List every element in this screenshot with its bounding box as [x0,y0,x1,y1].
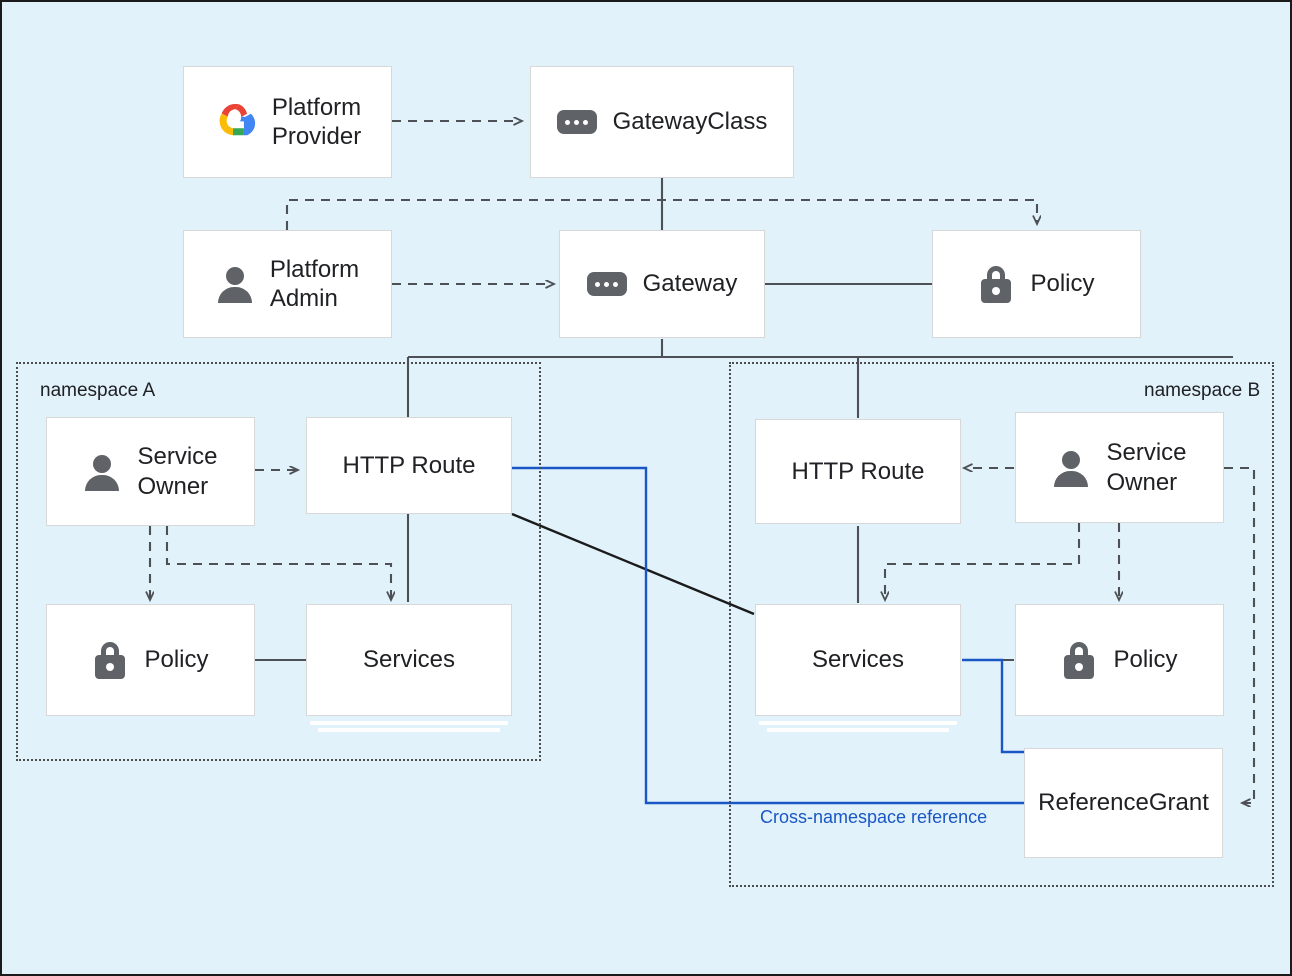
node-label: Policy [1030,270,1095,298]
node-label: Gateway [642,270,738,298]
gateway-icon [586,272,627,296]
cross-namespace-reference-label: Cross-namespace reference [760,807,988,827]
node-label: ReferenceGrant [1038,789,1209,817]
node-policy-b[interactable]: Policy [1015,604,1224,716]
services-a-stack-decoration [306,718,512,732]
node-gateway-class[interactable]: GatewayClass [530,66,794,178]
node-label: Platform Provider [271,93,362,150]
node-label: Platform Admin [269,255,360,312]
node-label: Policy [1113,646,1178,674]
node-gateway[interactable]: Gateway [559,230,765,338]
node-label: Service Owner [1106,439,1187,496]
node-policy-a[interactable]: Policy [46,604,255,716]
google-cloud-icon [214,101,256,143]
node-services-a[interactable]: Services [306,604,512,716]
node-platform-provider[interactable]: Platform Provider [183,66,392,178]
node-label: Service Owner [137,443,218,500]
person-icon [83,453,121,491]
node-reference-grant[interactable]: ReferenceGrant [1024,748,1223,858]
node-services-b[interactable]: Services [755,604,961,716]
namespace-a-label: namespace A [40,380,156,401]
node-http-route-b[interactable]: HTTP Route [755,419,961,524]
node-label: Services [362,646,456,674]
node-policy-top[interactable]: Policy [932,230,1141,338]
lock-icon [92,641,128,679]
node-label: Services [811,646,905,674]
node-label: GatewayClass [612,108,768,136]
node-platform-admin[interactable]: Platform Admin [183,230,392,338]
gateway-icon [556,110,597,134]
node-label: HTTP Route [342,451,476,479]
node-label: HTTP Route [791,457,925,485]
namespace-b-label: namespace B [1144,380,1261,401]
node-service-owner-a[interactable]: Service Owner [46,417,255,526]
node-service-owner-b[interactable]: Service Owner [1015,412,1224,523]
services-b-stack-decoration [755,718,961,732]
person-icon [216,265,254,303]
lock-icon [1061,641,1097,679]
person-icon [1052,449,1090,487]
node-label: Policy [144,646,209,674]
node-http-route-a[interactable]: HTTP Route [306,417,512,514]
lock-icon [978,265,1014,303]
